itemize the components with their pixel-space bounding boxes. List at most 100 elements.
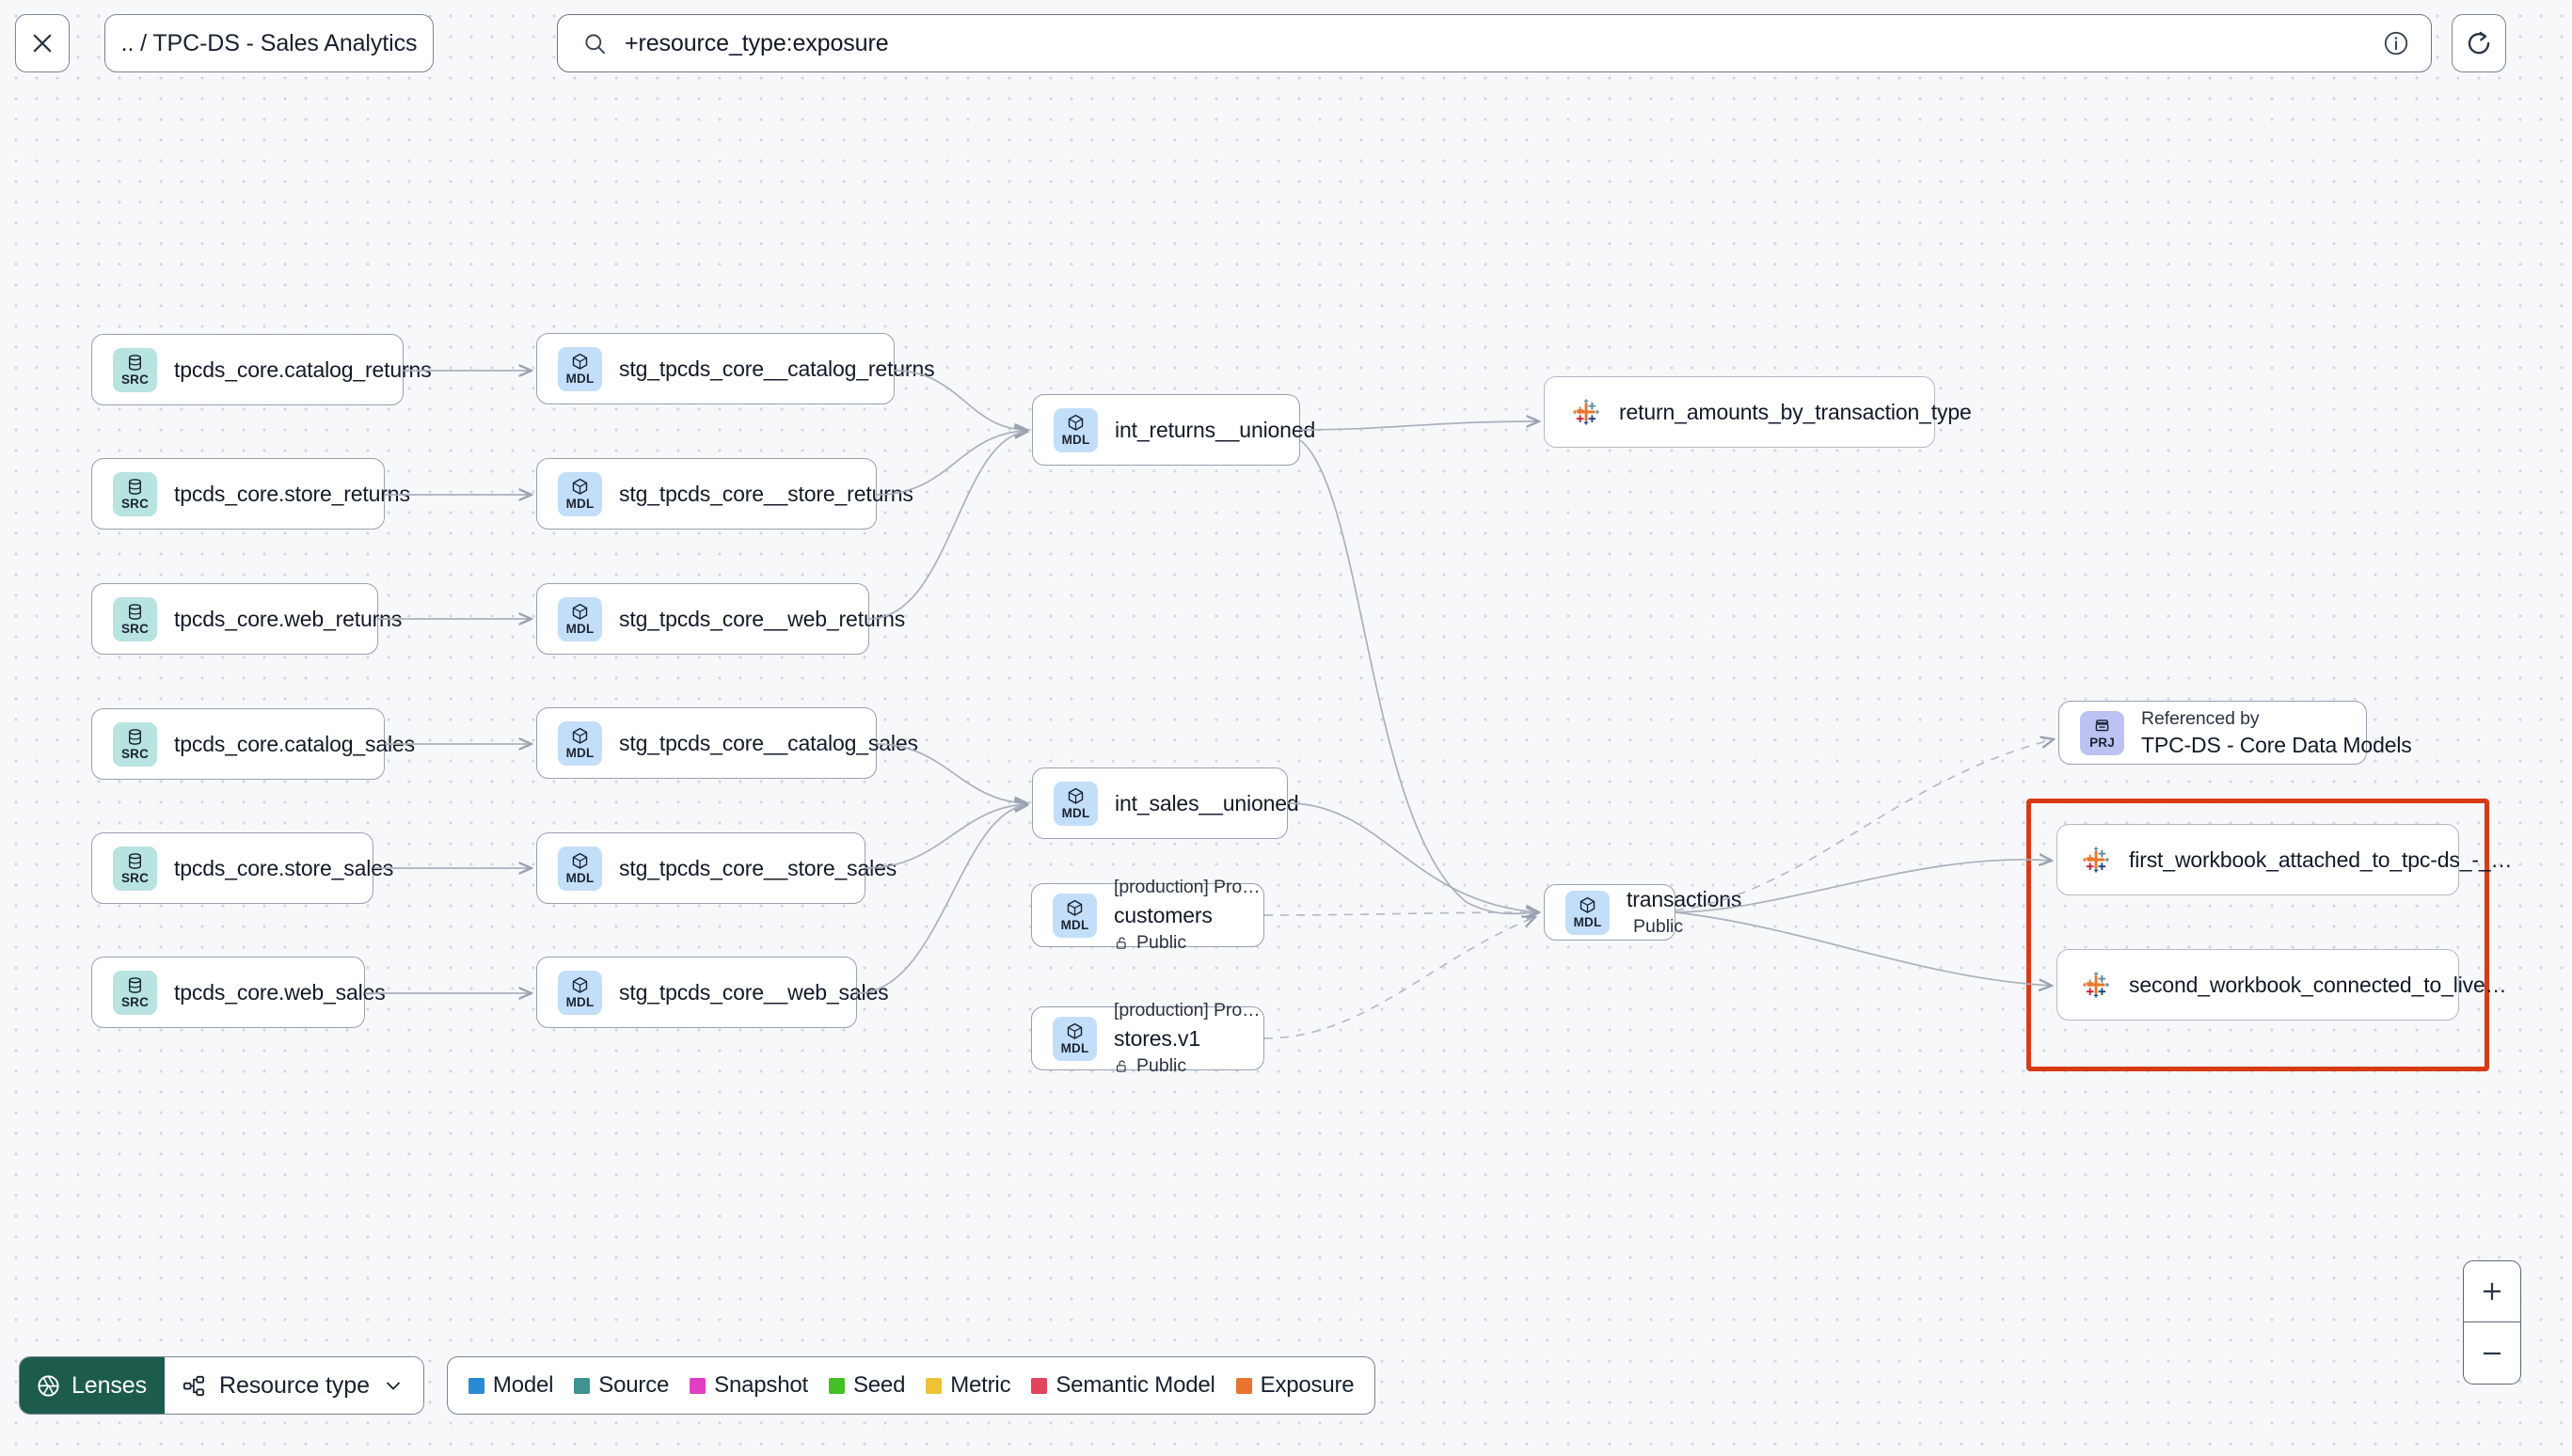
node-title: customers — [1114, 903, 1213, 927]
legend-swatch — [574, 1377, 591, 1394]
exposure-node[interactable]: second_workbook_connected_to_live… — [2056, 949, 2507, 1021]
cube-icon — [1067, 1023, 1083, 1039]
node-title: second_workbook_connected_to_live… — [2129, 972, 2507, 997]
graph-node[interactable]: MDL stg_tpcds_core__catalog_returns — [536, 333, 935, 404]
search-query-value: +resource_type:exposure — [625, 29, 889, 56]
badge-label: MDL — [565, 497, 595, 512]
legend-label: Snapshot — [714, 1372, 808, 1398]
badge-label: MDL — [565, 871, 595, 886]
breadcrumb[interactable]: .. / TPC-DS - Sales Analytics — [104, 14, 434, 72]
node-title: tpcds_core.store_returns — [174, 481, 410, 506]
badge-label: MDL — [1061, 433, 1090, 448]
node-body: [production] Project: TPC-DS - Core Data… — [1114, 877, 1263, 954]
node-body: return_amounts_by_transaction_type — [1619, 399, 1972, 425]
graph-node[interactable]: MDL int_returns__unioned — [1032, 394, 1315, 466]
graph-node[interactable]: SRC tpcds_core.store_sales — [91, 832, 393, 904]
exposure-node[interactable]: first_workbook_attached_to_tpc-ds_-_… — [2056, 824, 2513, 895]
cube-icon — [572, 728, 588, 744]
graph-node[interactable]: MDL [production] Project: TPC-DS - Core … — [1031, 1000, 1264, 1076]
resource-type-legend: Model Source Snapshot Seed Metric Semant… — [446, 1356, 1376, 1415]
zoom-controls — [2463, 1260, 2521, 1385]
node-title: tpcds_core.web_returns — [174, 606, 403, 631]
cube-icon — [572, 977, 588, 993]
node-body: [production] Project: TPC-DS - Core Data… — [1114, 1000, 1263, 1077]
node-title: tpcds_core.catalog_returns — [174, 356, 432, 382]
chevron-down-icon — [387, 1382, 400, 1390]
model-badge: MDL — [558, 970, 602, 1015]
legend-item-snapshot[interactable]: Snapshot — [690, 1372, 808, 1399]
refresh-button[interactable] — [2452, 14, 2506, 72]
lenses-group: Lenses Resource type — [19, 1356, 424, 1415]
node-body: tpcds_core.store_returns — [174, 481, 410, 507]
node-title: first_workbook_attached_to_tpc-ds_-_… — [2129, 847, 2513, 872]
source-badge: SRC — [113, 471, 157, 516]
legend-swatch — [468, 1377, 484, 1394]
badge-label: MDL — [565, 995, 595, 1010]
tableau-icon — [2082, 972, 2110, 998]
database-icon — [129, 479, 141, 496]
graph-node[interactable]: MDL stg_tpcds_core__store_sales — [536, 832, 897, 904]
database-icon — [129, 355, 141, 372]
model-badge: MDL — [1053, 893, 1097, 938]
graph-node[interactable]: MDL stg_tpcds_core__web_sales — [536, 957, 889, 1028]
node-title: transactions — [1627, 887, 1742, 911]
legend-item-seed[interactable]: Seed — [828, 1372, 906, 1399]
model-badge: MDL — [558, 846, 602, 891]
graph-node[interactable]: MDL transactions Public — [1544, 884, 1742, 941]
node-body: tpcds_core.catalog_sales — [174, 732, 415, 757]
visibility-label: Public — [1136, 1055, 1187, 1076]
referenced-by-project-node[interactable]: PRJ Referenced by TPC-DS - Core Data Mod… — [2058, 701, 2412, 765]
graph-node[interactable]: MDL [production] Project: TPC-DS - Core … — [1031, 877, 1264, 953]
search-icon — [585, 33, 605, 54]
node-title: return_amounts_by_transaction_type — [1619, 399, 1972, 424]
graph-node[interactable]: MDL int_sales__unioned — [1032, 768, 1299, 839]
legend-item-metric[interactable]: Metric — [926, 1372, 1011, 1399]
legend-label: Semantic Model — [1056, 1372, 1215, 1398]
graph-node[interactable]: SRC tpcds_core.store_returns — [91, 458, 410, 530]
model-badge: MDL — [1565, 890, 1610, 935]
legend-label: Seed — [852, 1372, 906, 1398]
graph-node[interactable]: SRC tpcds_core.catalog_returns — [91, 334, 432, 405]
breadcrumb-label: .. / TPC-DS - Sales Analytics — [120, 29, 418, 56]
badge-label: SRC — [120, 497, 150, 512]
close-button[interactable] — [15, 14, 70, 72]
visibility-status: Public — [1627, 916, 1683, 938]
resource-type-dropdown[interactable]: Resource type — [165, 1357, 423, 1414]
refresh-icon — [2468, 31, 2490, 55]
cube-icon — [572, 853, 588, 869]
graph-node[interactable]: SRC tpcds_core.web_sales — [91, 957, 386, 1028]
tableau-icon — [1572, 399, 1600, 425]
model-badge: MDL — [558, 596, 602, 641]
info-icon[interactable] — [2382, 29, 2410, 57]
legend-item-exposure[interactable]: Exposure — [1235, 1372, 1355, 1399]
cube-icon — [572, 354, 588, 370]
search-input[interactable]: +resource_type:exposure — [557, 14, 2432, 72]
legend-item-model[interactable]: Model — [468, 1372, 553, 1399]
source-badge: SRC — [113, 347, 157, 392]
source-badge: SRC — [113, 846, 157, 891]
source-badge: SRC — [113, 970, 157, 1015]
badge-label: SRC — [120, 747, 150, 762]
legend-item-source[interactable]: Source — [574, 1372, 669, 1399]
exposure-node[interactable]: return_amounts_by_transaction_type — [1544, 376, 1972, 448]
graph-node[interactable]: MDL stg_tpcds_core__web_returns — [536, 583, 905, 655]
database-icon — [129, 729, 141, 746]
model-badge: MDL — [558, 471, 602, 516]
lenses-label: Lenses — [71, 1371, 148, 1399]
graph-node[interactable]: SRC tpcds_core.catalog_sales — [91, 708, 415, 780]
lenses-button[interactable]: Lenses — [20, 1357, 166, 1414]
graph-node[interactable]: SRC tpcds_core.web_returns — [91, 583, 403, 655]
zoom-out-button[interactable] — [2464, 1322, 2520, 1384]
node-body: int_returns__unioned — [1115, 418, 1315, 443]
project-stack-icon — [2095, 720, 2109, 732]
node-title: stg_tpcds_core__catalog_returns — [619, 356, 935, 381]
legend-item-semantic-model[interactable]: Semantic Model — [1031, 1372, 1215, 1399]
graph-node[interactable]: MDL stg_tpcds_core__catalog_sales — [536, 707, 918, 779]
node-body: transactions Public — [1627, 887, 1742, 938]
zoom-in-button[interactable] — [2464, 1261, 2520, 1322]
badge-label: MDL — [1060, 918, 1089, 933]
node-project-subtitle: [production] Project: TPC-DS - Core Data… — [1114, 877, 1263, 897]
badge-label: MDL — [565, 372, 595, 387]
graph-node[interactable]: MDL stg_tpcds_core__store_returns — [536, 458, 913, 530]
